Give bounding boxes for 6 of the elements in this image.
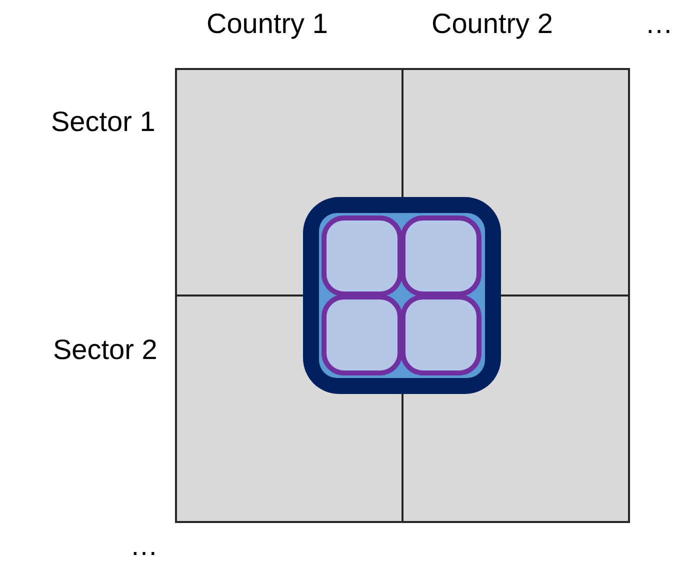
ellipsis: … (645, 7, 673, 41)
row-header: Sector 1 (51, 105, 156, 139)
column-header: Country 1 (206, 7, 328, 41)
ellipsis: … (130, 529, 158, 563)
column-header: Country 2 (432, 7, 553, 41)
row-header: Sector 2 (53, 333, 158, 367)
